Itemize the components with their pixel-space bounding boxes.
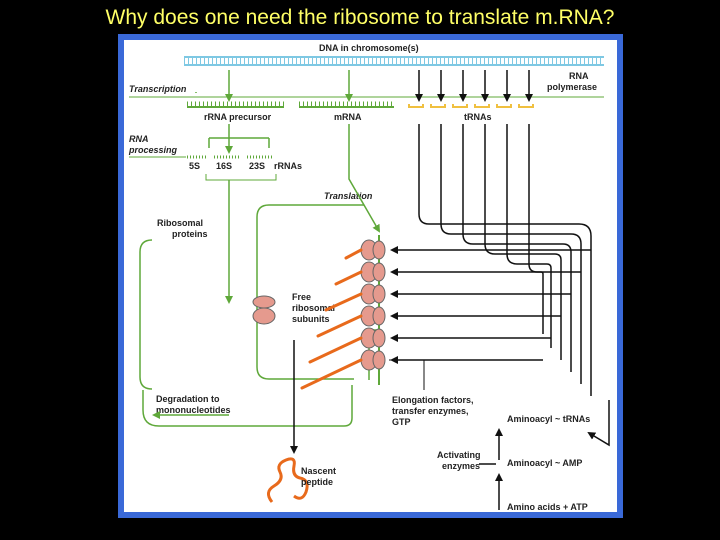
protein-synthesis-diagram: DNA in chromosome(s) Transcription RNA p… — [128, 43, 610, 512]
rna-polymerase-label-1: RNA — [569, 71, 589, 81]
free-ribosomal-subunits — [252, 295, 276, 325]
activation-arrows — [479, 400, 610, 510]
nascent-peptide-label-2: peptide — [301, 477, 333, 487]
rrna-precursor-strand — [187, 101, 284, 108]
rrna-5s-label: 5S — [189, 161, 200, 171]
activating-enzymes-label-2: enzymes — [442, 461, 480, 471]
transcription-label: Transcription — [129, 84, 187, 94]
elongation-label-2: transfer enzymes, — [392, 406, 469, 416]
elongation-label-1: Elongation factors, — [392, 395, 474, 405]
growing-peptides — [300, 248, 363, 390]
translation-label: Translation — [324, 191, 373, 201]
rrna-16s-label: 16S — [216, 161, 232, 171]
aminoacyl-amp-label: Aminoacyl ~ AMP — [507, 458, 582, 468]
amino-acids-atp-label: Amino acids + ATP — [507, 502, 588, 512]
free-subunits-label-2: ribosomal — [292, 303, 335, 313]
dna-strand — [184, 56, 604, 66]
polymerase-arrows — [415, 70, 533, 102]
activating-enzymes-label-1: Activating — [437, 450, 481, 460]
mrna-to-ribosome-arrow — [348, 124, 380, 233]
trnas-label: tRNAs — [464, 112, 492, 122]
rrna-precursor-label: rRNA precursor — [204, 112, 272, 122]
mrna-label: mRNA — [334, 112, 362, 122]
polysome-ribosomes — [360, 239, 386, 371]
degradation-label-2: mononucleotides — [156, 405, 231, 415]
ribosomal-proteins-loop — [139, 239, 153, 390]
trna-to-ribosome-arrows — [390, 246, 591, 364]
rna-processing-label-2: processing — [128, 145, 178, 155]
ribosomal-proteins-label-1: Ribosomal — [157, 218, 203, 228]
free-subunits-label-3: subunits — [292, 314, 330, 324]
elongation-label-3: GTP — [392, 417, 411, 427]
translation-loop — [256, 204, 364, 380]
nascent-peptide-label-1: Nascent — [301, 466, 336, 476]
free-subunits-label-1: Free — [292, 292, 311, 302]
diagram-frame: DNA in chromosome(s) Transcription RNA p… — [118, 34, 623, 518]
slide-title: Why does one need the ribosome to transl… — [105, 6, 615, 29]
nascent-peptide-coil — [267, 457, 309, 503]
degradation-label-1: Degradation to — [156, 394, 220, 404]
trna-delivery-arrows — [418, 124, 592, 396]
degradation-loop — [142, 385, 353, 427]
rna-polymerase-label-2: polymerase — [547, 82, 597, 92]
rrna-23s-label: 23S — [249, 161, 265, 171]
mrna-strand — [299, 101, 394, 108]
trna-molecules — [408, 104, 534, 108]
rna-processing-label-1: RNA — [129, 134, 149, 144]
diagram-canvas: DNA in chromosome(s) Transcription RNA p… — [124, 40, 617, 512]
rrnas-label: rRNAs — [274, 161, 302, 171]
rrna-bracket — [205, 174, 277, 181]
aminoacyl-trnas-label: Aminoacyl ~ tRNAs — [507, 414, 590, 424]
ribosomal-proteins-label-2: proteins — [172, 229, 208, 239]
processing-arrows — [208, 124, 270, 154]
elongation-bracket — [389, 359, 425, 390]
dna-label: DNA in chromosome(s) — [319, 43, 419, 53]
transcription-arrows — [225, 70, 353, 102]
